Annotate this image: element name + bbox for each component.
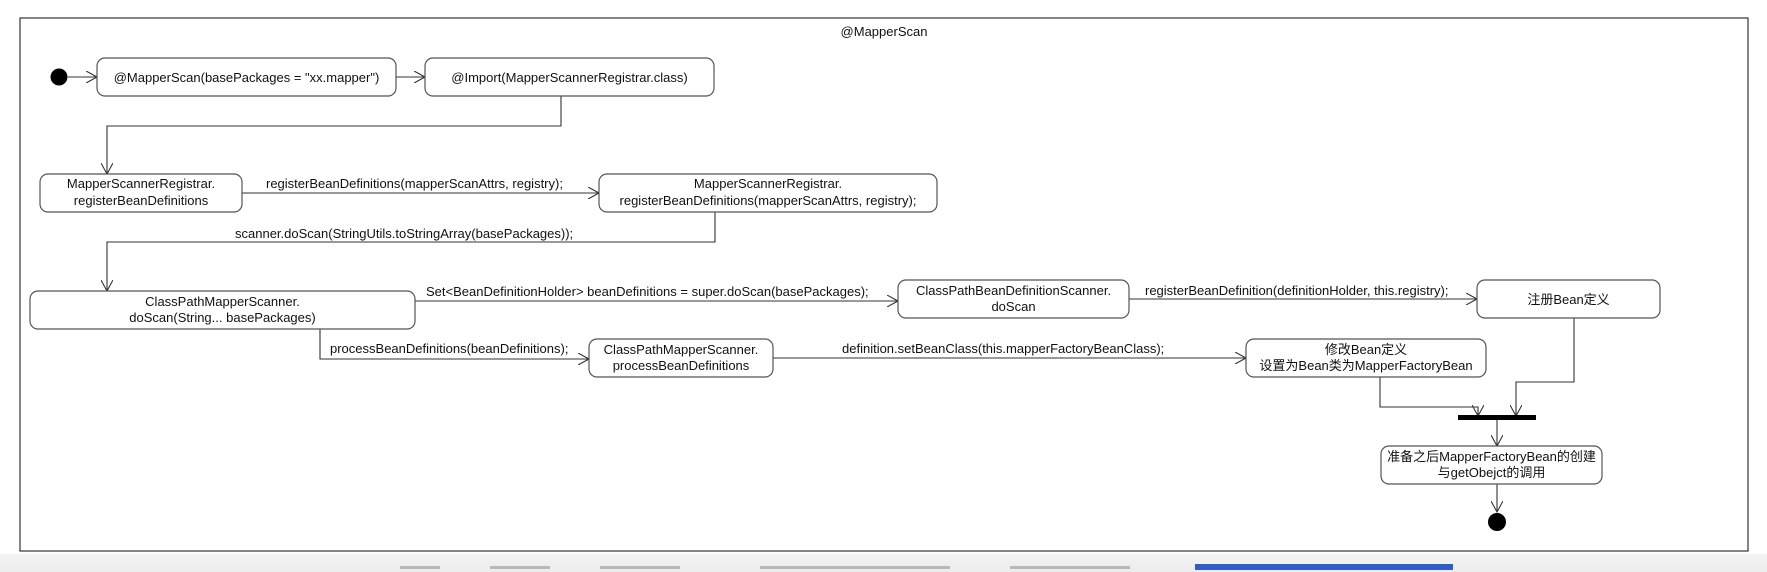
node-register-bean: 注册Bean定义 [1476,279,1661,319]
node-modify-bean-line1: 修改Bean定义 [1325,342,1407,357]
label-doscan: scanner.doScan(StringUtils.toStringArray… [235,226,573,241]
edge-doscan [107,212,716,291]
node-modify-bean: 修改Bean定义 设置为Bean类为MapperFactoryBean [1245,338,1487,378]
node-bds-doscan-line2: doScan [991,299,1035,314]
node-registrar-left-line2: registerBeanDefinitions [74,193,209,208]
node-process-line1: ClassPathMapperScanner. [604,342,759,357]
strip-accent-bar [1195,564,1453,570]
frame-title: @MapperScan [841,24,928,39]
node-import: @Import(MapperScannerRegistrar.class) [424,57,715,97]
node-registrar-left-line1: MapperScannerRegistrar. [67,176,215,191]
node-registrar-right-line2: registerBeanDefinitions(mapperScanAttrs,… [620,193,917,208]
node-bds-doscan: ClassPathBeanDefinitionScanner. doScan [897,279,1130,319]
node-mapperscan: @MapperScan(basePackages = "xx.mapper") [96,57,397,97]
label-set-bean-class: definition.setBeanClass(this.mapperFacto… [842,341,1164,356]
node-registrar-right-line1: MapperScannerRegistrar. [694,176,842,191]
node-process-line2: processBeanDefinitions [613,358,750,373]
node-prepare: 准备之后MapperFactoryBean的创建 与getObejct的调用 [1380,445,1603,485]
node-register-bean-text: 注册Bean定义 [1527,292,1609,307]
node-modify-bean-line2: 设置为Bean类为MapperFactoryBean [1259,358,1472,373]
node-registrar-right: MapperScannerRegistrar. registerBeanDefi… [598,173,938,213]
initial-node [50,68,68,86]
edge-import-to-registrar [107,96,562,174]
node-prepare-line2: 与getObejct的调用 [1438,465,1546,480]
label-register-def: registerBeanDefinition(definitionHolder,… [1145,283,1448,298]
edge-modify-to-fork [1379,377,1478,416]
activity-diagram: @MapperScan registerBeanDefinitions(mapp… [19,17,1749,552]
edge-register-to-fork [1516,318,1575,416]
node-classpath-doscan: ClassPathMapperScanner. doScan(String...… [29,290,416,330]
label-process-defs: processBeanDefinitions(beanDefinitions); [330,341,568,356]
edges [68,77,1575,512]
node-prepare-line1: 准备之后MapperFactoryBean的创建 [1387,449,1596,464]
label-super-doscan: Set<BeanDefinitionHolder> beanDefinition… [426,284,869,299]
join-bar [1458,415,1536,420]
node-import-text: @Import(MapperScannerRegistrar.class) [451,70,687,85]
node-registrar-left: MapperScannerRegistrar. registerBeanDefi… [39,173,243,213]
label-register-defs: registerBeanDefinitions(mapperScanAttrs,… [266,176,563,191]
final-node [1488,513,1506,531]
node-classpath-doscan-line2: doScan(String... basePackages) [129,310,315,325]
node-bds-doscan-line1: ClassPathBeanDefinitionScanner. [916,283,1111,298]
node-mapperscan-text: @MapperScan(basePackages = "xx.mapper") [114,70,380,85]
bottom-cutoff-strip [0,554,1767,572]
edge-process-defs [319,329,589,359]
node-classpath-doscan-line1: ClassPathMapperScanner. [145,294,300,309]
node-process: ClassPathMapperScanner. processBeanDefin… [588,338,774,378]
